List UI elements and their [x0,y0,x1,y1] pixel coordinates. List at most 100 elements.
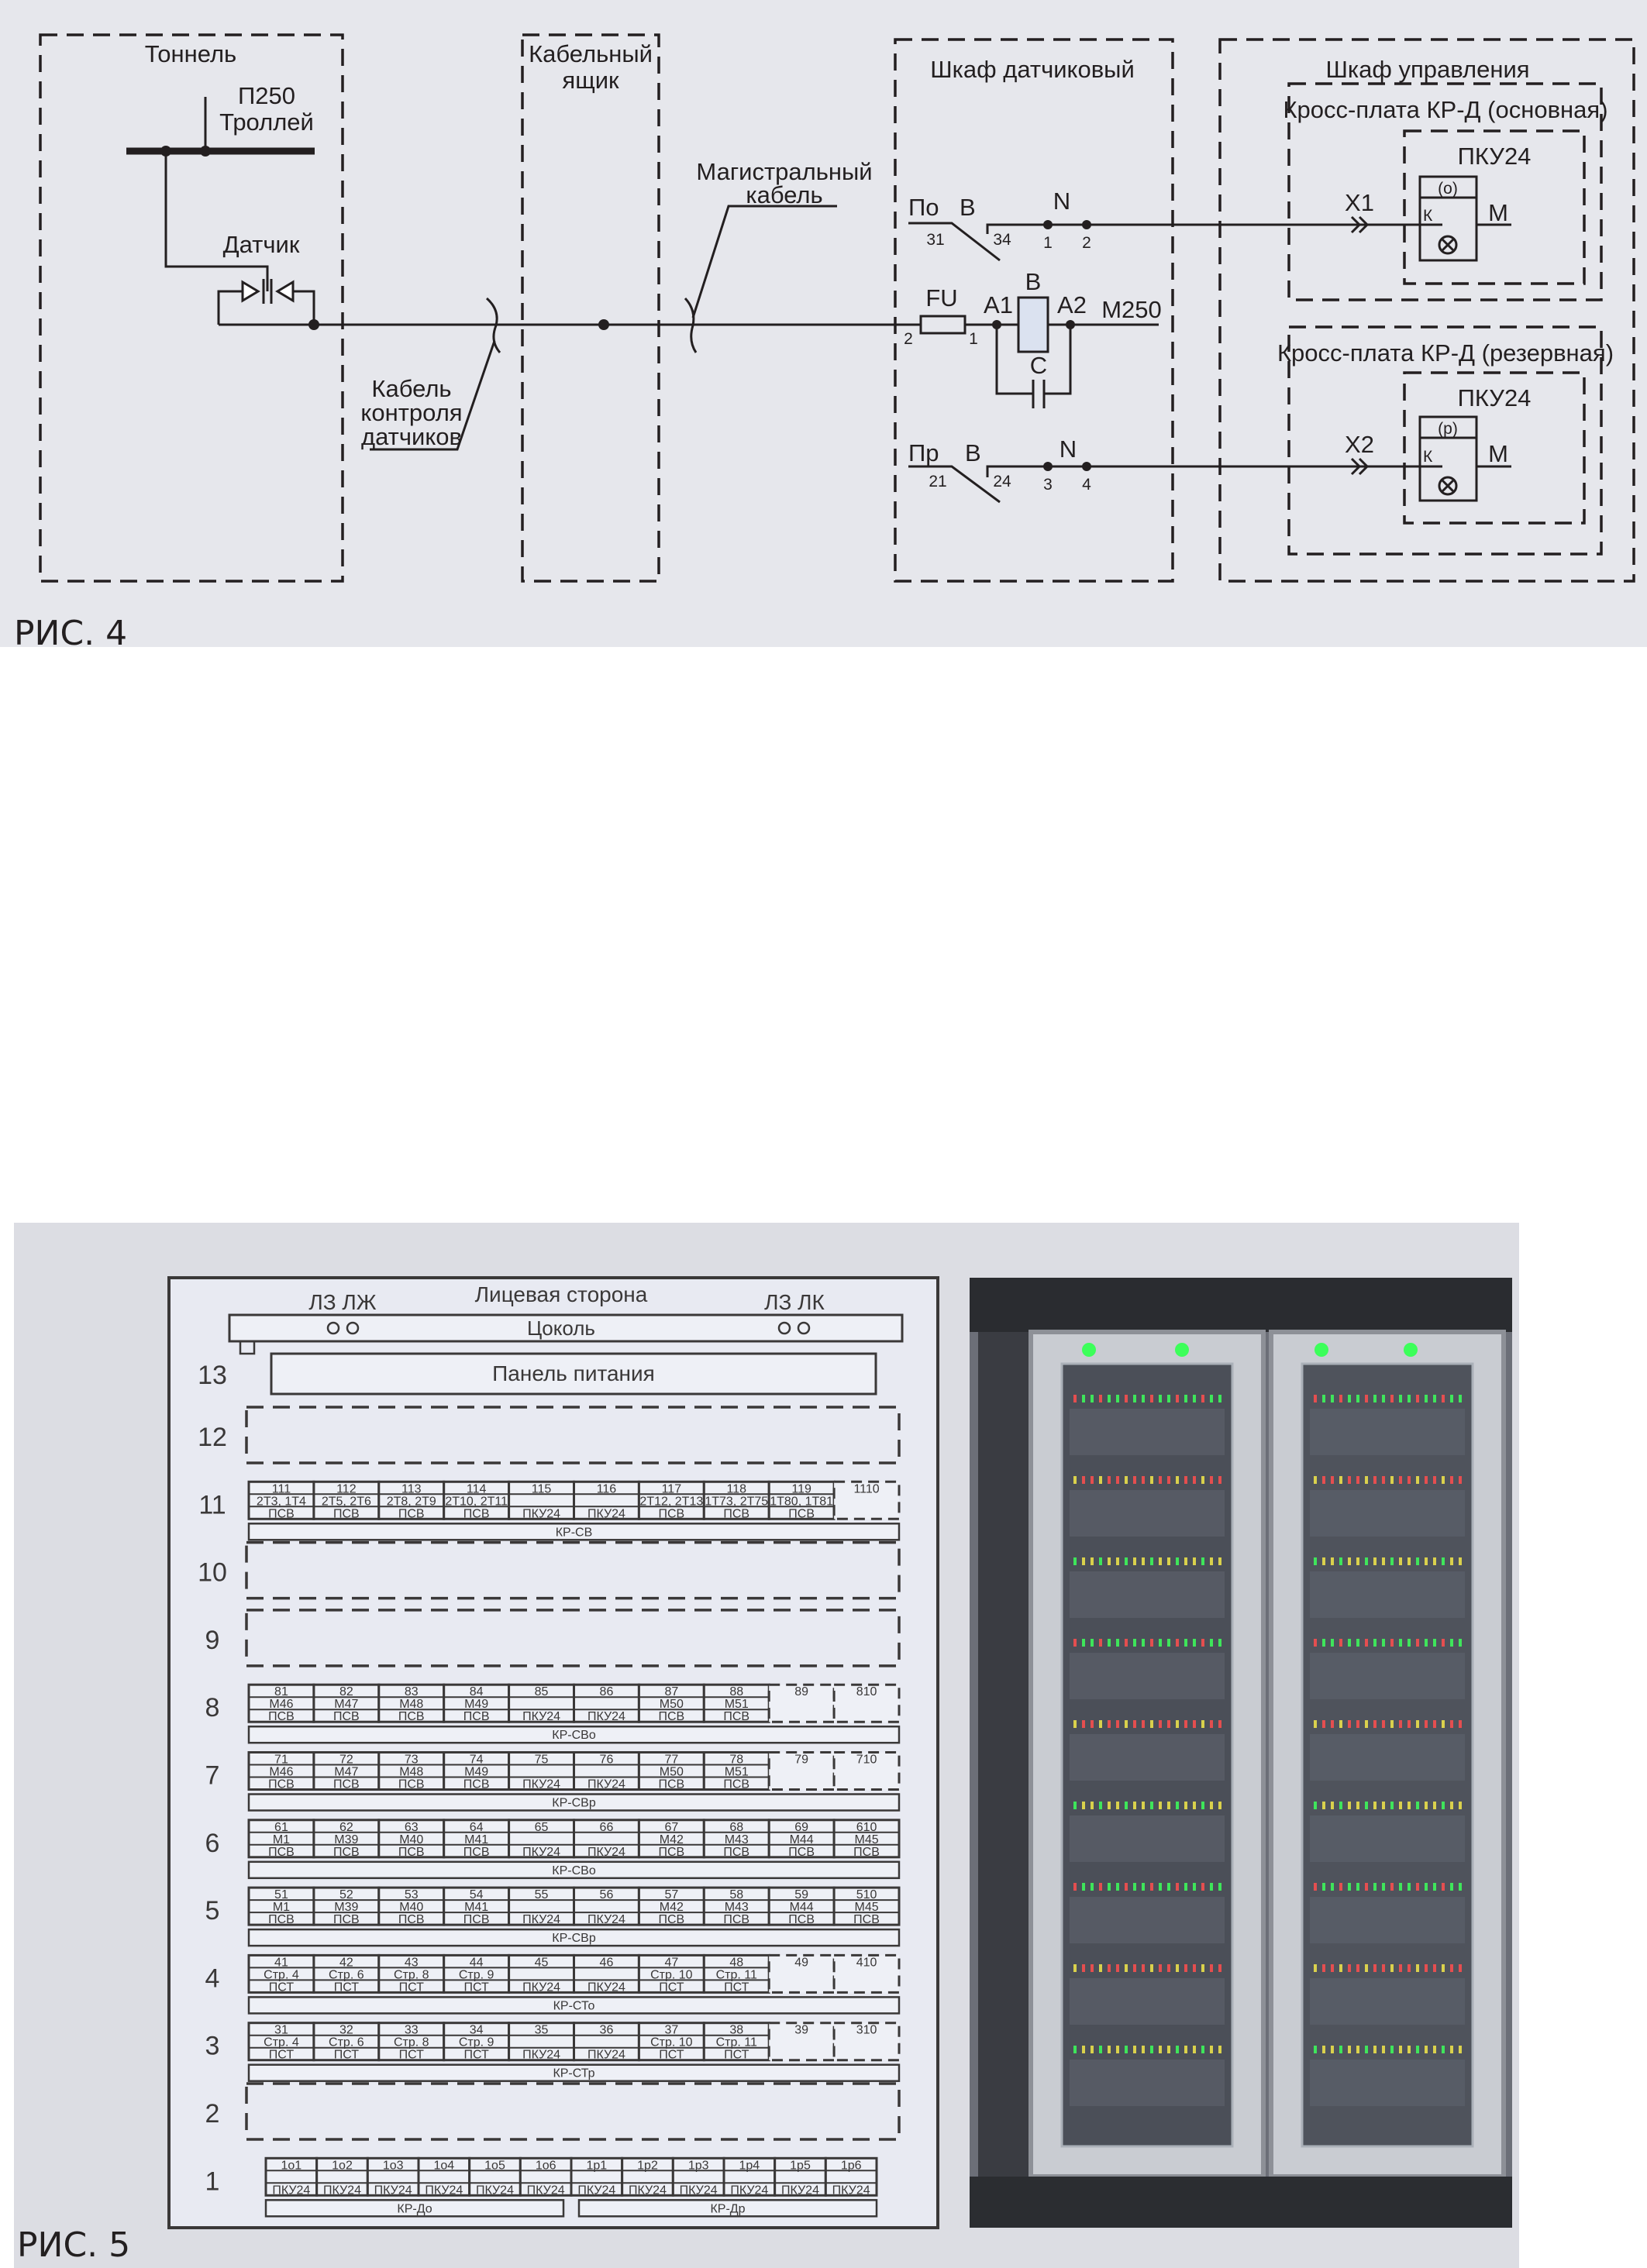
module-slot: 89 [767,1683,836,1723]
module-led [1210,1720,1213,1728]
slot-module-type: ПСВ [723,1913,749,1926]
capacitor-label: C [1030,352,1047,379]
figure-4: Тоннель П250 Троллей Датчик Кабельный ящ… [0,0,1647,653]
pin-3: 3 [1043,476,1053,494]
module-led [1193,1720,1196,1728]
module-led [1348,2046,1351,2053]
module-led [1314,1639,1317,1647]
empty-shelf-slot [245,1406,901,1464]
module-led [1459,1883,1462,1891]
module-led [1133,1964,1136,1972]
module-slot: 410 [832,1953,901,1994]
module-led [1176,1557,1179,1565]
slot-mark: Стр. 9 [459,1968,494,1981]
slot-number: 36 [600,2024,614,2037]
main-cable-leader [691,205,837,318]
module-led [1442,1964,1445,1972]
slot-module-type: ПКУ24 [522,1981,560,1994]
slot-number: 83 [405,1685,419,1698]
module-led [1176,1639,1179,1647]
module-row [1070,1897,1225,1943]
module-slot-frame [508,1886,575,1926]
module-led [1218,1395,1221,1402]
slot-number: 45 [535,1956,549,1969]
empty-shelf-slot [245,1540,901,1600]
slot-number: 76 [600,1753,614,1767]
lamp-icon [1438,476,1458,496]
module-led [1365,1964,1368,1972]
module-row [1070,2060,1225,2106]
module-led [1184,1639,1187,1647]
slot-mark: М51 [725,1698,749,1711]
module-led [1142,2046,1145,2053]
sensor-cable-leader [370,340,496,451]
module-led [1331,2046,1334,2053]
module-row [1310,1490,1465,1537]
module-row [1070,1978,1225,2025]
slot-mark: 2Т12, 2Т13 [639,1495,703,1508]
slot-number: 88 [729,1685,743,1698]
module-slot-frame [443,1480,511,1520]
slot-module-type: ПСТ [724,2049,749,2062]
slot-number: 67 [664,1821,678,1834]
slot-number: 47 [664,1956,678,1969]
shelf-number: 5 [205,1896,220,1926]
module-led [1399,1557,1402,1565]
module-led [1133,1476,1136,1484]
slot-mark: Стр. 8 [394,1968,429,1981]
module-slot: 810 [832,1683,901,1723]
slot-module-type: ПСВ [658,1778,684,1791]
slot-mark: Стр. 11 [716,1968,757,1981]
module-led [1125,1964,1128,1972]
slot-number: 49 [794,1956,808,1969]
lamp-indicators-right [777,1321,811,1335]
module-led [1159,1395,1162,1402]
module-led [1339,1802,1342,1809]
module-led [1433,1639,1436,1647]
module-slot-frame [443,1683,511,1723]
cross-board-bar [264,2199,565,2218]
module-led [1373,1395,1377,1402]
slot-mark: М46 [269,1698,293,1711]
module-led [1218,1720,1221,1728]
module-led [1142,1639,1145,1647]
module-led [1433,1557,1436,1565]
module-led [1082,1720,1085,1728]
shelf-number: 3 [205,2032,220,2061]
module-led [1167,1883,1170,1891]
module-slot: 39 [767,2022,836,2062]
module-led [1331,1964,1334,1972]
module-led [1356,1720,1359,1728]
control-cabinet-label: Шкаф управления [1325,56,1529,83]
slot-mark: М48 [399,1698,423,1711]
module-led [1176,1720,1179,1728]
module-slot-frame [702,1683,770,1723]
module-led [1459,1964,1462,1972]
cross-board-label: КР-СВ [556,1526,593,1539]
slot-module-type: ПКУ24 [730,2184,768,2197]
module-led [1116,1476,1119,1484]
module-led [1108,1476,1111,1484]
m250-label: M250 [1101,296,1162,323]
module-led [1433,1883,1436,1891]
power-panel [270,1352,877,1396]
module-slot: 1110 [832,1480,901,1520]
module-led [1408,1883,1411,1891]
slot-mark: Стр. 6 [329,2036,364,2049]
module-led [1314,1557,1317,1565]
pin-34: 34 [993,231,1011,249]
module-slot-frame [247,1819,315,1859]
module-slot-frame [573,1751,640,1791]
status-led [1314,1343,1328,1357]
module-slot-frame [573,2022,640,2062]
